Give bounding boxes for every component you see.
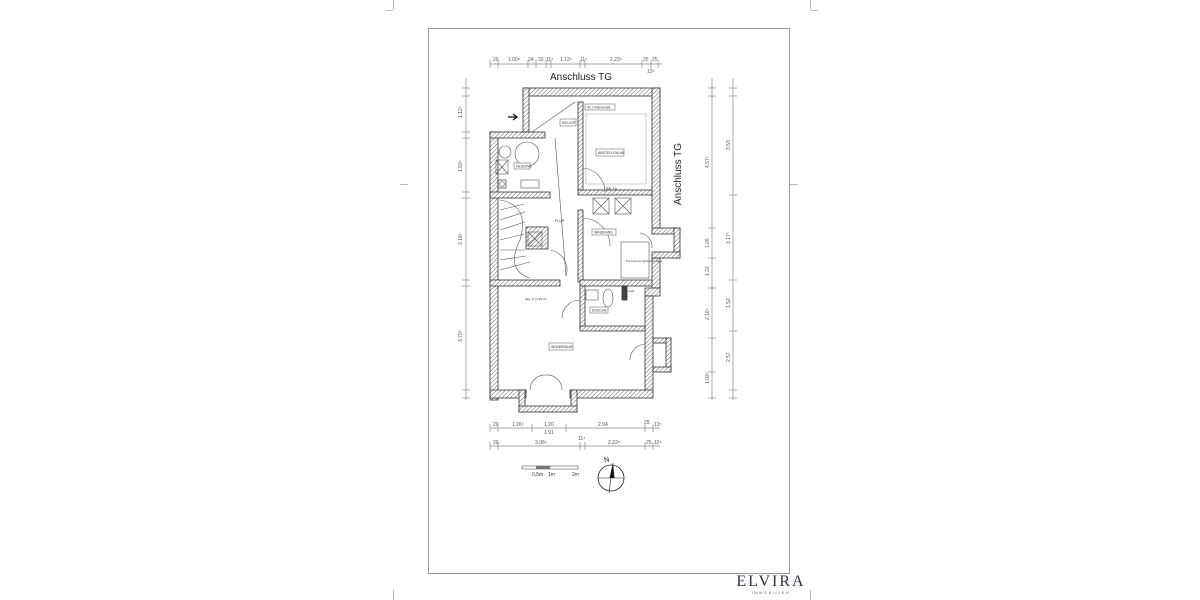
svg-text:2.22⁵: 2.22⁵ <box>608 440 620 446</box>
scale-bar: 0,5m 1m 2m <box>521 465 579 478</box>
room-label-pumpe: Pumpensumpf Hebeanlage <box>626 259 663 263</box>
room-label-heizung: HEIZUNG <box>516 165 532 169</box>
svg-text:1m: 1m <box>548 472 555 478</box>
svg-text:11⁵: 11⁵ <box>578 436 585 442</box>
svg-text:1.26: 1.26 <box>705 238 711 248</box>
crop-mark <box>393 0 394 10</box>
note-br16: BR 16 <box>606 186 618 191</box>
brand-name: ELVIRA <box>736 573 806 590</box>
crop-mark <box>810 590 811 600</box>
svg-text:1.52: 1.52 <box>726 298 732 308</box>
svg-text:25: 25 <box>643 57 649 63</box>
walls <box>489 87 681 413</box>
svg-text:20: 20 <box>493 422 499 428</box>
label-anschluss-top: Anschluss TG <box>550 72 612 83</box>
room-label-wohnraum: WOHNRAUM <box>551 345 572 349</box>
svg-text:12⁵: 12⁵ <box>654 440 662 446</box>
crop-mark <box>393 590 394 600</box>
svg-text:20: 20 <box>493 440 499 446</box>
room-label-abstellraum: ABSTELLRAUM <box>598 151 624 155</box>
room-label-dusche: DUSCHE <box>592 309 607 313</box>
svg-text:11⁵: 11⁵ <box>546 57 553 63</box>
svg-text:33: 33 <box>538 57 544 63</box>
svg-text:12⁵: 12⁵ <box>647 69 655 75</box>
room-label-verteiler: St. Unterverteil. <box>587 106 611 110</box>
svg-text:2m: 2m <box>572 472 579 478</box>
svg-text:2.23⁵: 2.23⁵ <box>610 57 622 63</box>
svg-text:1.00⁵: 1.00⁵ <box>508 57 520 63</box>
fixtures <box>495 101 653 391</box>
svg-text:25: 25 <box>646 440 652 446</box>
svg-text:11⁵: 11⁵ <box>580 57 587 63</box>
svg-text:3.70⁵: 3.70⁵ <box>458 330 464 342</box>
svg-text:2.94: 2.94 <box>598 422 608 428</box>
entry-arrow-icon <box>508 113 518 121</box>
svg-text:4.57⁵: 4.57⁵ <box>705 156 711 168</box>
crop-mark <box>400 184 408 185</box>
svg-text:25: 25 <box>644 420 650 426</box>
svg-text:3.53: 3.53 <box>726 140 732 150</box>
svg-text:25: 25 <box>652 57 658 63</box>
crop-mark <box>386 10 393 11</box>
svg-text:1.26⁵: 1.26⁵ <box>512 422 524 428</box>
dimension-line-left <box>462 78 470 400</box>
svg-text:N: N <box>604 456 610 464</box>
label-anschluss-right: Anschluss TG <box>673 143 684 205</box>
room-label-flur: FLUR <box>555 219 565 223</box>
svg-text:20: 20 <box>493 57 499 63</box>
svg-text:1.22: 1.22 <box>705 266 711 276</box>
note-stair: abg. D. h=29 cm <box>525 297 548 301</box>
svg-text:24: 24 <box>528 57 534 63</box>
note-shaft: S-Eli <box>628 289 635 293</box>
svg-text:2.16⁵: 2.16⁵ <box>705 308 711 320</box>
svg-text:0,5m: 0,5m <box>532 472 543 478</box>
svg-text:3.06⁵: 3.06⁵ <box>535 440 547 446</box>
brand-logo: ELVIRA IMMOBILIEN <box>726 574 816 596</box>
svg-text:3.18⁵: 3.18⁵ <box>458 233 464 245</box>
crop-mark <box>790 184 798 185</box>
room-label-windfang: WINDFANG <box>594 231 613 235</box>
dimension-line-right <box>708 78 737 400</box>
svg-text:1.12⁵: 1.12⁵ <box>458 106 464 118</box>
brand-tagline: IMMOBILIEN <box>751 590 791 595</box>
svg-text:1.12⁵: 1.12⁵ <box>560 57 572 63</box>
svg-text:1.91: 1.91 <box>544 430 554 436</box>
svg-text:12⁵: 12⁵ <box>654 422 662 428</box>
svg-text:2.57: 2.57 <box>726 352 732 362</box>
north-arrow-icon: N <box>597 456 625 494</box>
crop-mark <box>811 10 818 11</box>
crop-mark <box>810 0 811 10</box>
svg-text:1.02⁵: 1.02⁵ <box>705 372 711 384</box>
dimension-line-top <box>489 60 662 68</box>
svg-text:3.17⁵: 3.17⁵ <box>726 232 732 244</box>
dimension-line-bottom <box>489 424 660 450</box>
svg-text:1.93⁵: 1.93⁵ <box>458 160 464 172</box>
room-label-keller: KELLER <box>562 121 576 125</box>
svg-text:1.20: 1.20 <box>544 422 554 428</box>
